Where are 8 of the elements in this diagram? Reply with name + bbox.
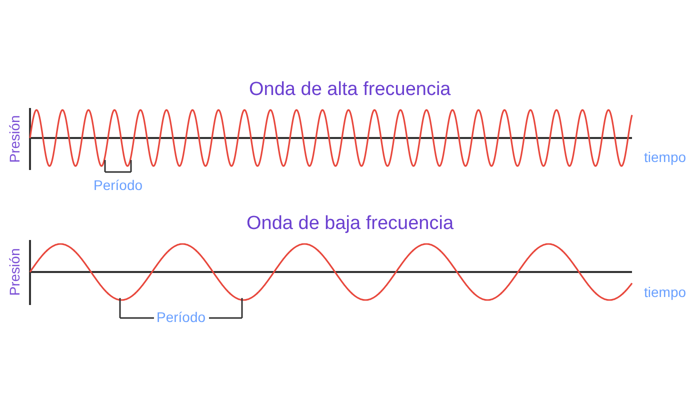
axis-label: Presión (7, 248, 22, 296)
axis-label: Presión (7, 115, 22, 163)
axis-label: tiempo (644, 150, 686, 164)
chart-title: Onda de alta frecuencia (249, 80, 451, 99)
axis-label: tiempo (644, 285, 686, 299)
period-label: Período (154, 310, 209, 324)
chart-title: Onda de baja frecuencia (246, 214, 454, 233)
period-label: Período (94, 178, 143, 192)
